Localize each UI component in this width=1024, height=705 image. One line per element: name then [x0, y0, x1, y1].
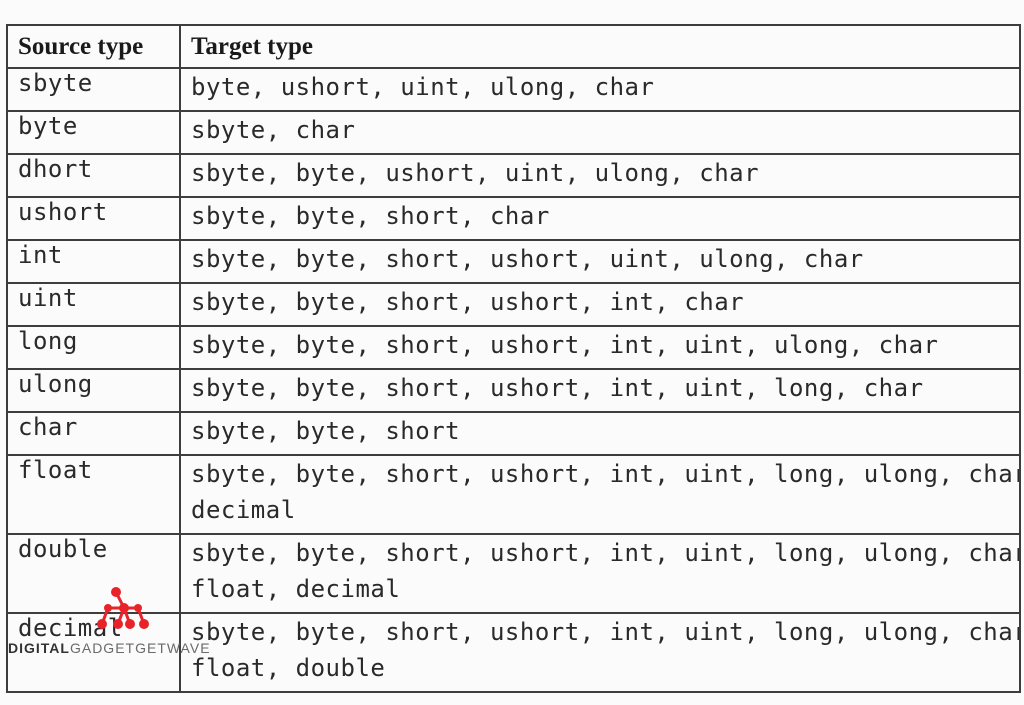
table-row: char sbyte, byte, short: [6, 411, 1021, 456]
table-row: sbyte byte, ushort, uint, ulong, char: [6, 67, 1021, 112]
source-type-cell: int: [6, 239, 181, 284]
target-type-line: float, double: [191, 654, 386, 682]
target-type-line: sbyte, byte, ushort, uint, ulong, char: [191, 159, 760, 187]
target-type-cell: sbyte, byte, short, ushort, int, uint, u…: [179, 325, 1021, 370]
source-type-cell: double: [6, 533, 181, 614]
source-type-cell: ushort: [6, 196, 181, 241]
target-type-cell: sbyte, byte, short, ushort, uint, ulong,…: [179, 239, 1021, 284]
table-row: byte sbyte, char: [6, 110, 1021, 155]
target-type-line: decimal: [191, 496, 296, 524]
table-header-row: Source type Target type: [6, 24, 1021, 69]
target-type-line: float, decimal: [191, 575, 401, 603]
table-row: dhort sbyte, byte, ushort, uint, ulong, …: [6, 153, 1021, 198]
source-type-cell: dhort: [6, 153, 181, 198]
target-type-line: sbyte, byte, short: [191, 417, 461, 445]
target-type-cell: byte, ushort, uint, ulong, char: [179, 67, 1021, 112]
target-type-line: sbyte, byte, short, ushort, int, uint, l…: [191, 618, 1020, 646]
table-row: float sbyte, byte, short, ushort, int, u…: [6, 454, 1021, 535]
target-type-line: sbyte, byte, short, ushort, int, uint, l…: [191, 460, 1020, 488]
target-type-line: sbyte, byte, short, ushort, uint, ulong,…: [191, 245, 864, 273]
table-row: uint sbyte, byte, short, ushort, int, ch…: [6, 282, 1021, 327]
target-type-line: sbyte, byte, short, ushort, int, uint, l…: [191, 374, 924, 402]
target-type-line: sbyte, char: [191, 116, 356, 144]
target-type-cell: sbyte, byte, short, ushort, int, char: [179, 282, 1021, 327]
target-type-cell: sbyte, byte, short, ushort, int, uint, l…: [179, 368, 1021, 413]
target-type-line: byte, ushort, uint, ulong, char: [191, 73, 655, 101]
table-row: int sbyte, byte, short, ushort, uint, ul…: [6, 239, 1021, 284]
target-type-cell: sbyte, byte, short, ushort, int, uint, l…: [179, 612, 1021, 693]
source-type-cell: sbyte: [6, 67, 181, 112]
source-type-cell: uint: [6, 282, 181, 327]
table-row: decimal sbyte, byte, short, ushort, int,…: [6, 612, 1021, 693]
target-type-line: sbyte, byte, short, ushort, int, uint, l…: [191, 539, 1020, 567]
target-type-header: Target type: [179, 24, 1021, 69]
source-type-cell: byte: [6, 110, 181, 155]
target-type-line: sbyte, byte, short, char: [191, 202, 550, 230]
source-type-cell: ulong: [6, 368, 181, 413]
table-row: ulong sbyte, byte, short, ushort, int, u…: [6, 368, 1021, 413]
target-type-cell: sbyte, byte, short, ushort, int, uint, l…: [179, 454, 1021, 535]
table-row: ushort sbyte, byte, short, char: [6, 196, 1021, 241]
target-type-cell: sbyte, byte, ushort, uint, ulong, char: [179, 153, 1021, 198]
target-type-cell: sbyte, byte, short, ushort, int, uint, l…: [179, 533, 1021, 614]
source-type-cell: float: [6, 454, 181, 535]
table-row: double sbyte, byte, short, ushort, int, …: [6, 533, 1021, 614]
target-type-line: sbyte, byte, short, ushort, int, uint, u…: [191, 331, 939, 359]
source-type-header: Source type: [6, 24, 181, 69]
conversion-table: Source type Target type sbyte byte, usho…: [6, 24, 1021, 693]
target-type-line: sbyte, byte, short, ushort, int, char: [191, 288, 745, 316]
target-type-cell: sbyte, byte, short: [179, 411, 1021, 456]
source-type-cell: decimal: [6, 612, 181, 693]
source-type-cell: long: [6, 325, 181, 370]
target-type-cell: sbyte, byte, short, char: [179, 196, 1021, 241]
table-row: long sbyte, byte, short, ushort, int, ui…: [6, 325, 1021, 370]
source-type-cell: char: [6, 411, 181, 456]
target-type-cell: sbyte, char: [179, 110, 1021, 155]
